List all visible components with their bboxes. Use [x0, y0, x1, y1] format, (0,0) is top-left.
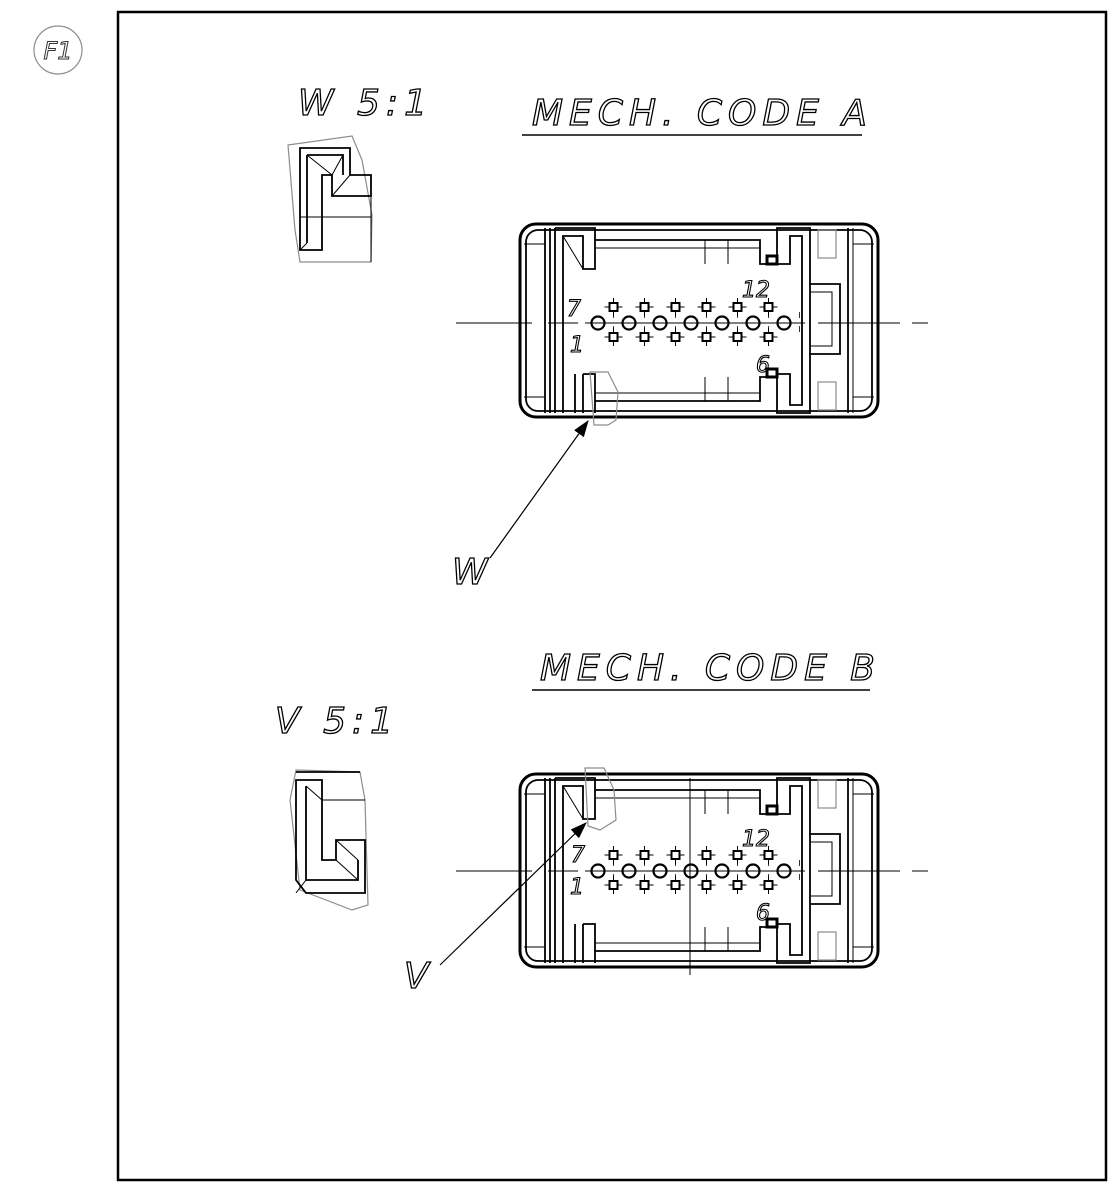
view-a-contact-round — [621, 315, 637, 331]
view-b-contact-square — [639, 850, 650, 860]
view-b-contact-square — [670, 850, 681, 860]
view-a-pin-6-label: 6 — [756, 353, 770, 378]
view-b-pin-1-label: 1 — [570, 875, 584, 900]
view-a-contact-square — [701, 332, 712, 342]
callout-v-letter: V — [404, 956, 435, 997]
view-a-contact-square — [701, 302, 712, 312]
view-b-title: MECH. CODE B — [540, 648, 881, 689]
view-a-contact-round — [683, 315, 699, 331]
view-b-contact-square — [763, 880, 774, 890]
callout-w-letter: W — [452, 552, 494, 593]
view-mech-code-a: MECH. CODE A W 5:1 — [287, 82, 928, 594]
view-b-contact-round — [683, 863, 699, 879]
view-a-contact-round — [652, 315, 668, 331]
pin-field-b — [585, 846, 805, 894]
callout-w: W — [451, 371, 619, 594]
view-a-contact-square — [732, 302, 743, 312]
pin-field-a — [585, 298, 805, 346]
view-b-contact-round — [714, 863, 730, 879]
view-b-contact-round — [652, 863, 668, 879]
view-a-contact-square — [639, 332, 650, 342]
view-b-contact-round — [745, 863, 761, 879]
callout-v: V — [403, 767, 617, 998]
view-a-title: MECH. CODE A — [532, 93, 873, 134]
view-a-contact-square — [608, 332, 619, 342]
view-mech-code-b: MECH. CODE B V 5:1 — [274, 647, 928, 998]
view-b-contact-square — [608, 880, 619, 890]
view-a-contact-square — [608, 302, 619, 312]
view-b-pin-6-label: 6 — [756, 901, 770, 926]
view-b-pin-12-label: 12 — [742, 827, 770, 852]
sheet-id-badge: F1 — [33, 25, 83, 75]
view-a-contact-round — [776, 315, 792, 331]
view-a-contact-round — [590, 315, 606, 331]
detail-v-view — [289, 769, 369, 911]
view-b-contact-square — [732, 850, 743, 860]
view-b-contact-square — [701, 850, 712, 860]
view-b-contact-square — [670, 880, 681, 890]
view-b-contact-round — [621, 863, 637, 879]
view-b-contact-square — [639, 880, 650, 890]
detail-w-label: W 5:1 — [298, 83, 433, 124]
sheet-id-label: F1 — [43, 37, 72, 65]
view-a-contact-square — [670, 332, 681, 342]
view-a-contact-square — [639, 302, 650, 312]
sheet-border — [116, 10, 1108, 1182]
view-a-pin-7-label: 7 — [567, 297, 581, 322]
view-a-pin-12-label: 12 — [742, 278, 770, 303]
view-a-pin-1-label: 1 — [570, 333, 584, 358]
view-a-contact-square — [763, 332, 774, 342]
view-b-contact-square — [763, 850, 774, 860]
detail-w-view — [287, 135, 373, 263]
detail-v-label: V 5:1 — [275, 701, 399, 742]
view-a-contact-square — [763, 302, 774, 312]
view-b-contact-square — [701, 880, 712, 890]
view-b-contact-round — [590, 863, 606, 879]
view-a-contact-round — [714, 315, 730, 331]
view-b-contact-square — [608, 850, 619, 860]
view-b-pin-7-label: 7 — [571, 843, 585, 868]
view-b-contact-round — [776, 863, 792, 879]
view-a-contact-square — [670, 302, 681, 312]
view-b-contact-square — [732, 880, 743, 890]
view-a-contact-round — [745, 315, 761, 331]
view-a-contact-square — [732, 332, 743, 342]
